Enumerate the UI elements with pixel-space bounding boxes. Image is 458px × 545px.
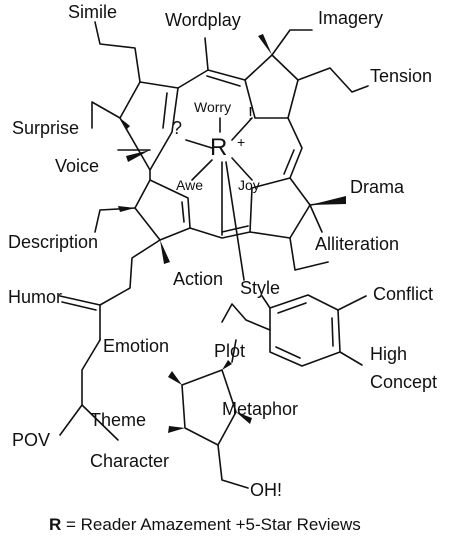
bond-simile bbox=[94, 21, 141, 83]
aromatic-double-1 bbox=[277, 302, 307, 314]
label-tension: Tension bbox=[370, 66, 432, 86]
bond-theme bbox=[81, 404, 119, 441]
bond-center-question bbox=[185, 139, 213, 149]
bond-conflict bbox=[337, 295, 367, 311]
label-plus: + bbox=[237, 134, 245, 150]
bond-plot-aryl bbox=[231, 339, 237, 363]
label-humor: Humor bbox=[8, 287, 62, 307]
ring-bottom-right bbox=[249, 177, 311, 239]
caption-text: = Reader Amazement +5-Star Reviews bbox=[61, 515, 361, 534]
double-bond-bottom-left bbox=[181, 201, 185, 223]
bond-oh bbox=[217, 444, 249, 489]
label-style: Style bbox=[240, 278, 280, 298]
label-plot: Plot bbox=[214, 341, 245, 361]
wedge-drama bbox=[310, 196, 346, 205]
label-description: Description bbox=[8, 232, 98, 252]
label-surprise: Surprise bbox=[12, 118, 79, 138]
bond-humor-double bbox=[59, 295, 101, 306]
bond-humor-chain bbox=[99, 239, 161, 341]
bond-center-awe bbox=[191, 159, 213, 181]
label-imagery: Imagery bbox=[318, 8, 383, 28]
bond-description bbox=[94, 207, 136, 233]
double-bond-top-left bbox=[162, 92, 168, 129]
label-voice: Voice bbox=[55, 156, 99, 176]
bond-wordplay-methyl bbox=[204, 37, 209, 71]
bond-center-exclaim bbox=[231, 117, 253, 141]
bridge-right bbox=[287, 117, 303, 179]
bond-pov-chain bbox=[59, 339, 101, 436]
label-character: Character bbox=[90, 451, 169, 471]
double-bond-top bbox=[206, 75, 241, 87]
caption: R = Reader Amazement +5-Star Reviews bbox=[49, 515, 361, 534]
double-bond-right bbox=[283, 149, 295, 175]
aromatic-double-3 bbox=[275, 346, 301, 359]
wedge-imagery bbox=[258, 34, 272, 55]
bond-tension bbox=[297, 67, 369, 93]
wedge-voice bbox=[126, 150, 150, 162]
wedge-description bbox=[118, 206, 135, 212]
bond-humor-double-2 bbox=[61, 301, 97, 311]
bond-style-center bbox=[225, 161, 245, 281]
wedge-plot bbox=[222, 360, 232, 370]
stereo-wedges bbox=[118, 34, 346, 433]
bridge-bottom bbox=[189, 227, 251, 239]
label-wordplay: Wordplay bbox=[165, 10, 241, 30]
label-question: ? bbox=[172, 118, 182, 138]
label-theme: Theme bbox=[90, 410, 146, 430]
ring-bottom-left bbox=[134, 179, 191, 241]
label-high: High bbox=[370, 344, 407, 364]
bond-imagery bbox=[271, 29, 313, 56]
ring-metaphor bbox=[181, 369, 237, 446]
label-emotion: Emotion bbox=[103, 336, 169, 356]
label-awe: Awe bbox=[176, 177, 203, 193]
wedge-metaphor-2 bbox=[168, 426, 185, 433]
label-concept: Concept bbox=[370, 372, 437, 392]
label-r-center: R bbox=[210, 134, 227, 161]
bond-center-joy bbox=[231, 157, 253, 181]
wedge-bottom-left bbox=[160, 240, 170, 264]
caption-r: R bbox=[49, 515, 61, 534]
label-joy: Joy bbox=[238, 177, 260, 193]
label-worry: Worry bbox=[194, 99, 231, 115]
label-oh: OH! bbox=[250, 480, 282, 500]
bond-high-concept bbox=[339, 351, 363, 366]
bond-tail-right bbox=[289, 237, 329, 271]
label-action: Action bbox=[173, 269, 223, 289]
label-simile: Simile bbox=[68, 2, 117, 22]
ring-top-right bbox=[244, 54, 299, 119]
ring-top-left bbox=[119, 81, 179, 171]
double-bond-bottom bbox=[221, 225, 249, 233]
label-pov: POV bbox=[12, 430, 50, 450]
wedge-surprise bbox=[120, 118, 130, 130]
wedge-metaphor-3 bbox=[236, 412, 252, 424]
aromatic-double-2 bbox=[331, 317, 334, 347]
label-metaphor: Metaphor bbox=[222, 399, 298, 419]
label-alliteration: Alliteration bbox=[315, 234, 399, 254]
bond-alliteration bbox=[309, 204, 323, 233]
ring-aromatic bbox=[269, 294, 341, 367]
wedge-metaphor-1 bbox=[168, 371, 182, 385]
bond-vinyl bbox=[221, 303, 271, 331]
bond-style-ring bbox=[261, 295, 271, 309]
label-drama: Drama bbox=[350, 177, 405, 197]
label-exclaim: ! bbox=[248, 104, 253, 124]
bond-lines bbox=[59, 21, 369, 489]
bond-surprise bbox=[91, 101, 121, 129]
labels: Simile Wordplay Imagery Tension Surprise… bbox=[8, 2, 437, 500]
label-conflict: Conflict bbox=[373, 284, 433, 304]
